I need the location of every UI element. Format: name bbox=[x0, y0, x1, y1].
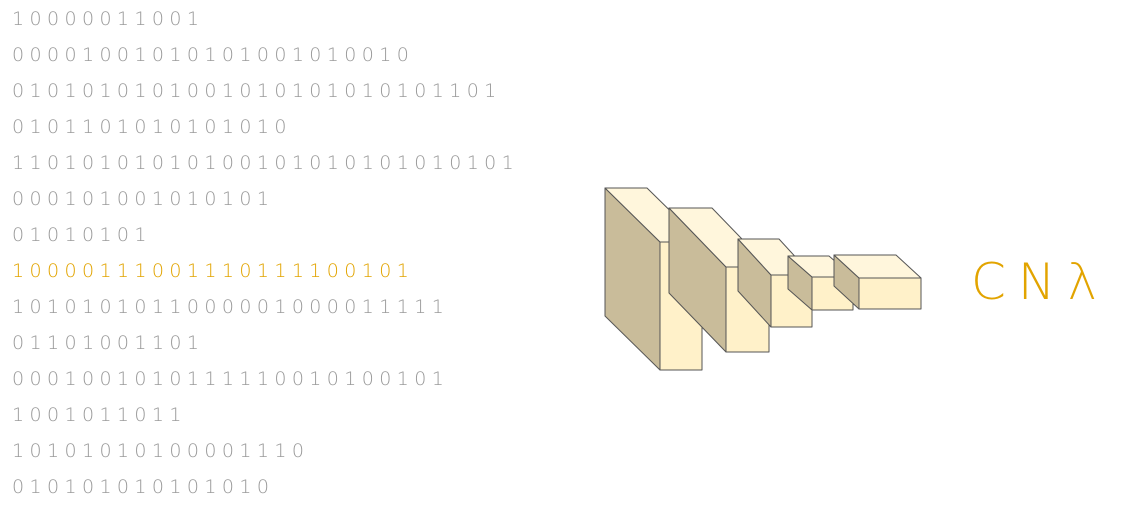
binary-line: 10000011001 bbox=[12, 8, 205, 30]
binary-line: 1001011011 bbox=[12, 404, 187, 426]
binary-text-column: 10000011001 00001001010101001010010 0101… bbox=[12, 7, 519, 511]
binary-line: 0101010101001010101010101101 bbox=[12, 80, 502, 102]
binary-line: 10101010100001110 bbox=[12, 440, 310, 462]
binary-line: 00001001010101001010010 bbox=[12, 44, 415, 66]
cnn-layer-blocks bbox=[604, 187, 922, 371]
binary-line: 11010101010100101010101010101 bbox=[12, 152, 520, 174]
binary-line: 000101001010101 bbox=[12, 188, 275, 210]
binary-line-highlighted: 10000111001110111100101 bbox=[12, 260, 415, 282]
binary-line: 01101001101 bbox=[12, 332, 205, 354]
binary-line: 01010101 bbox=[12, 224, 152, 246]
layer-block-front-5 bbox=[858, 277, 922, 310]
binary-line: 010101010101010 bbox=[12, 476, 275, 498]
brand-logo-text: CNλ bbox=[971, 253, 1109, 311]
binary-line: 1010101011000001000011111 bbox=[12, 296, 450, 318]
cnn-layer-diagram bbox=[604, 187, 922, 371]
binary-line: 0101101010101010 bbox=[12, 116, 292, 138]
binary-line: 0001001010111110010100101 bbox=[12, 368, 450, 390]
